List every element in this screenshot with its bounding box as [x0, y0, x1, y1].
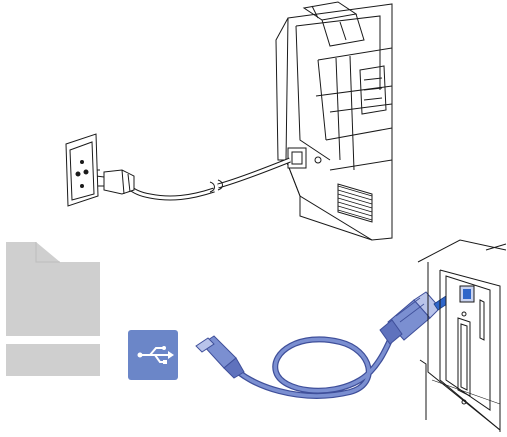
printer-usb-port: [418, 240, 506, 432]
computer-placeholder: [6, 242, 100, 376]
usb-panel: [6, 240, 506, 432]
wall-outlet: [66, 134, 98, 206]
printer-rear-view: [276, 2, 392, 240]
usb-cable: [196, 292, 440, 396]
power-cord: [84, 160, 290, 198]
usb-trident-icon: [128, 330, 178, 380]
power-panel: [66, 2, 392, 240]
